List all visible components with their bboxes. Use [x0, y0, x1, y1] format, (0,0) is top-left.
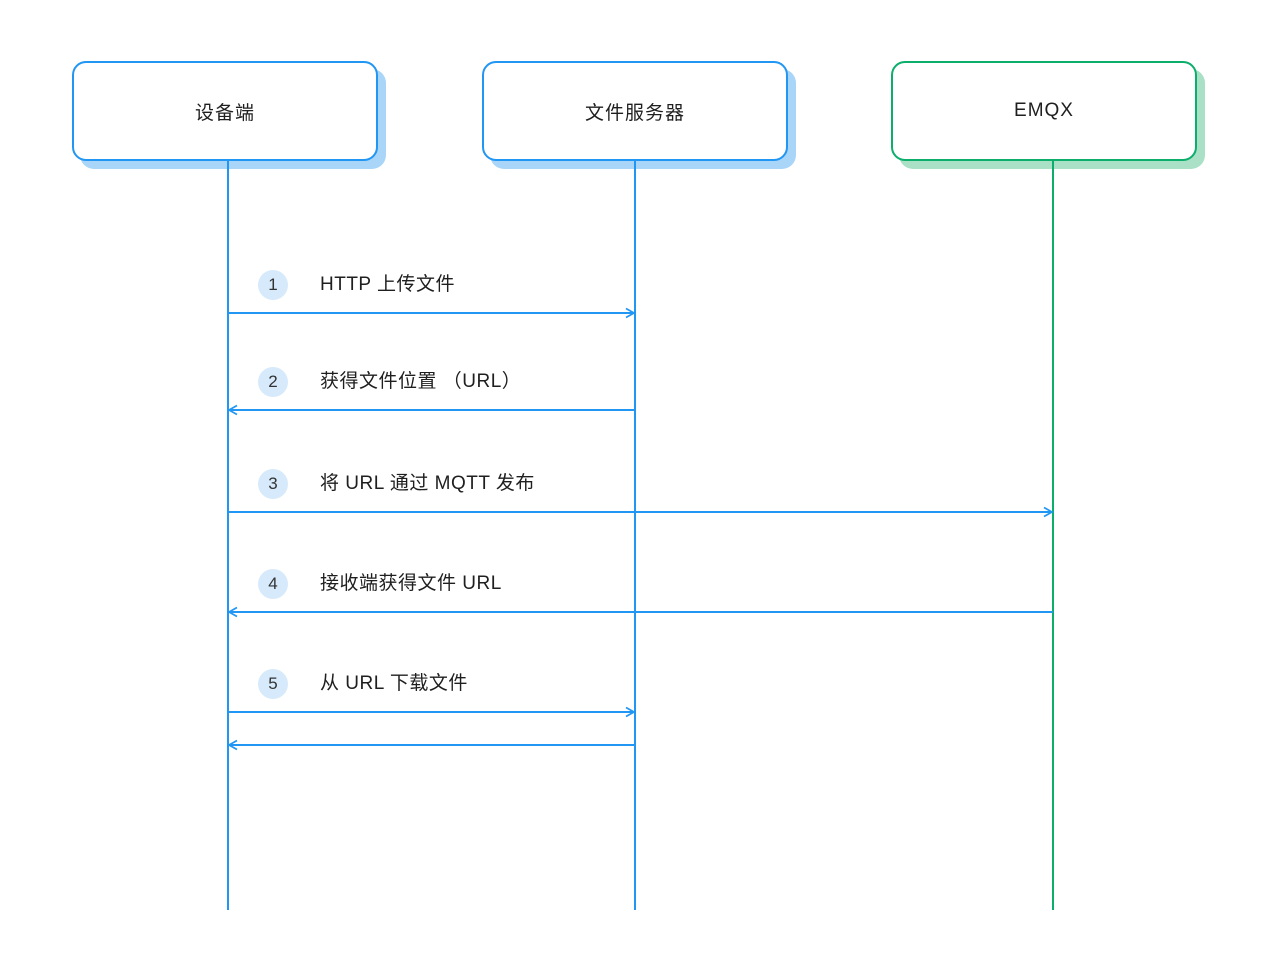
actor-label: 文件服务器	[584, 102, 685, 124]
step-number-badge: 3	[258, 469, 288, 499]
arrowhead-icon	[227, 739, 238, 751]
arrowhead-icon	[1043, 506, 1054, 518]
arrowhead-icon	[227, 606, 238, 618]
step-number-badge: 1	[258, 270, 288, 300]
actor-label: 设备端	[194, 102, 255, 124]
lifeline-file_server	[634, 161, 636, 910]
actor-box-device: 设备端	[72, 61, 378, 161]
message-text: HTTP 上传文件	[320, 274, 456, 295]
message-arrow	[227, 404, 635, 416]
message-arrow	[228, 307, 636, 319]
actor-box-file_server: 文件服务器	[482, 61, 788, 161]
lifeline-emqx	[1052, 161, 1054, 910]
message-text: 从 URL 下载文件	[320, 673, 468, 694]
message-arrow	[228, 506, 1054, 518]
message-text: 接收端获得文件 URL	[320, 573, 502, 594]
message-text: 获得文件位置 （URL）	[320, 371, 522, 392]
message-arrow	[227, 739, 635, 751]
step-number-badge: 4	[258, 569, 288, 599]
arrowhead-icon	[625, 706, 636, 718]
step-number-badge: 5	[258, 669, 288, 699]
step-number-badge: 2	[258, 367, 288, 397]
message-text: 将 URL 通过 MQTT 发布	[320, 473, 535, 494]
arrowhead-icon	[625, 307, 636, 319]
message-arrow	[227, 606, 1053, 618]
actor-label: EMQX	[1014, 100, 1074, 121]
lifeline-device	[227, 161, 229, 910]
arrowhead-icon	[227, 404, 238, 416]
message-arrow	[228, 706, 636, 718]
actor-box-emqx: EMQX	[891, 61, 1197, 161]
